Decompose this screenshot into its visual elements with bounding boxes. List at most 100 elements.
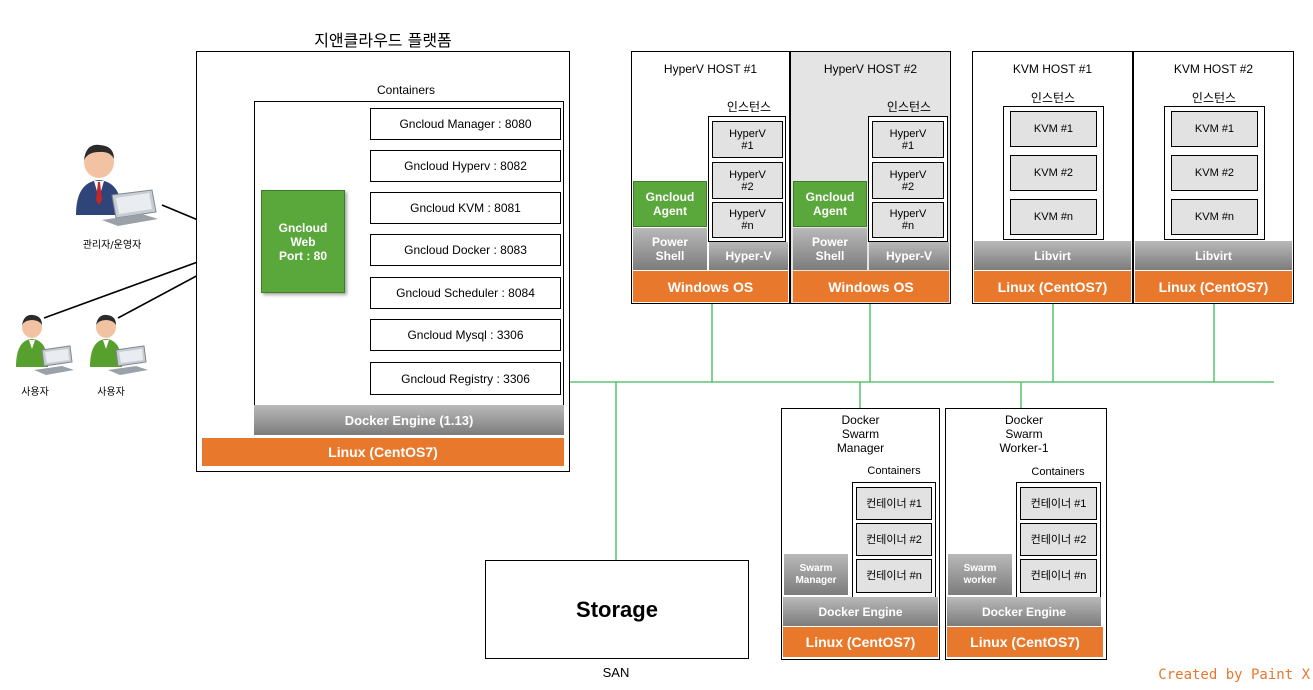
gncloud-web-line1: Gncloud	[278, 220, 328, 235]
powershell-line1: Power	[651, 235, 688, 249]
swarm-worker-container-2: 컨테이너 #2	[1020, 523, 1097, 556]
swarm-manager-containers-label: Containers	[867, 465, 921, 477]
instance-number: #2	[901, 180, 915, 193]
instance-number: #1	[901, 139, 915, 152]
agent-line2: Agent	[653, 204, 687, 218]
kvm-host-2-libvirt: Libvirt	[1135, 241, 1292, 270]
kvm-host-1-instances-label: 인스턴스	[1030, 91, 1076, 105]
service-docker: Gncloud Docker : 8083	[370, 234, 561, 266]
gncloud-web-line3: Port : 80	[278, 248, 327, 263]
credit-text: Created by Paint X	[1158, 667, 1310, 683]
hyperv-host-1-title: HyperV HOST #1	[663, 62, 758, 76]
platform-title: 지앤클라우드 플랫폼	[314, 31, 452, 50]
instance-name: HyperV	[729, 208, 766, 220]
instance-name: HyperV	[889, 208, 927, 220]
role-line2: Manager	[795, 574, 837, 586]
hyperv-host-2-instances-label: 인스턴스	[886, 100, 932, 114]
swarm-manager-container-2: 컨테이너 #2	[856, 523, 932, 556]
hyperv-host-1-instance-2: HyperV#2	[712, 162, 783, 199]
gncloud-web: Gncloud Web Port : 80	[261, 190, 345, 293]
service-mysql: Gncloud Mysql : 3306	[370, 319, 561, 351]
kvm-host-2-os: Linux (CentOS7)	[1135, 271, 1292, 302]
kvm-host-2-instances-label: 인스턴스	[1191, 91, 1237, 105]
service-scheduler: Gncloud Scheduler : 8084	[370, 277, 561, 309]
kvm-host-1-instance-2: KVM #2	[1010, 155, 1097, 191]
instance-name: HyperV	[729, 127, 766, 140]
user-person-2	[88, 312, 150, 382]
instance-number: #2	[741, 180, 754, 193]
user-person-1	[14, 312, 76, 382]
role-line1: Swarm	[963, 562, 997, 574]
powershell-line1: Power	[811, 235, 848, 249]
swarm-worker-title-line3: Worker-1	[999, 441, 1049, 455]
service-hyperv: Gncloud Hyperv : 8082	[370, 150, 561, 182]
kvm-host-1-libvirt: Libvirt	[974, 241, 1131, 270]
user-label-1: 사용자	[21, 387, 49, 398]
storage-box: Storage	[485, 560, 749, 659]
swarm-worker-engine: Docker Engine	[947, 597, 1101, 626]
hyperv-host-2-instance-2: HyperV#2	[872, 162, 944, 199]
user-icon	[16, 314, 74, 375]
hyperv-host-1-instance-n: HyperV#n	[712, 202, 783, 238]
hyperv-host-1-instance-1: HyperV#1	[712, 121, 783, 158]
role-line1: Swarm	[799, 562, 833, 574]
kvm-host-2-instance-1: KVM #1	[1171, 111, 1258, 147]
hyperv-host-1-hypervisor: Hyper-V	[709, 242, 788, 270]
admin-operator-label: 관리자/운영자	[82, 240, 142, 251]
swarm-manager-title-line3: Manager	[836, 441, 885, 455]
instance-number: #n	[741, 220, 754, 232]
swarm-manager-title-line2: Swarm	[841, 427, 880, 441]
kvm-host-2-instance-2: KVM #2	[1171, 155, 1258, 191]
platform-docker-engine: Docker Engine (1.13)	[254, 405, 564, 435]
agent-line1: Gncloud	[645, 190, 695, 204]
san-label: SAN	[602, 665, 630, 680]
storage-label: Storage	[576, 596, 658, 622]
service-manager: Gncloud Manager : 8080	[370, 108, 561, 140]
instance-name: HyperV	[729, 168, 766, 181]
kvm-host-2-title: KVM HOST #2	[1173, 62, 1254, 76]
service-registry: Gncloud Registry : 3306	[370, 362, 561, 395]
hyperv-host-2-instance-n: HyperV#n	[872, 202, 944, 238]
swarm-worker-title: Docker Swarm Worker-1	[945, 413, 1103, 455]
kvm-host-1-instance-n: KVM #n	[1010, 199, 1097, 235]
swarm-manager-os: Linux (CentOS7)	[783, 627, 938, 657]
service-kvm: Gncloud KVM : 8081	[370, 192, 561, 224]
swarm-manager-container-n: 컨테이너 #n	[856, 559, 932, 593]
agent-line1: Gncloud	[805, 190, 855, 204]
hyperv-host-2-hypervisor: Hyper-V	[869, 242, 949, 270]
user-icon	[90, 314, 148, 375]
swarm-worker-container-1: 컨테이너 #1	[1020, 487, 1097, 520]
swarm-worker-title-line2: Swarm	[1005, 427, 1043, 441]
swarm-worker-title-line1: Docker	[1004, 413, 1043, 427]
instance-number: #n	[901, 220, 915, 232]
powershell-line2: Shell	[815, 249, 845, 263]
platform-os: Linux (CentOS7)	[202, 438, 564, 466]
gncloud-web-line2: Web	[290, 234, 316, 249]
swarm-manager-title-line1: Docker	[841, 413, 880, 427]
instance-number: #1	[741, 139, 754, 152]
agent-line2: Agent	[813, 204, 847, 218]
instance-name: HyperV	[889, 127, 927, 140]
kvm-host-1-instance-1: KVM #1	[1010, 111, 1097, 147]
hyperv-host-2-title: HyperV HOST #2	[823, 62, 918, 76]
user-label-2: 사용자	[97, 387, 125, 398]
kvm-host-1-os: Linux (CentOS7)	[974, 271, 1131, 302]
swarm-worker-containers-label: Containers	[1031, 466, 1085, 478]
instance-name: HyperV	[889, 168, 927, 181]
hyperv-host-2-instance-1: HyperV#1	[872, 121, 944, 158]
admin-operator-icon	[76, 144, 158, 226]
kvm-host-2-instance-n: KVM #n	[1171, 199, 1258, 235]
swarm-manager-title: Docker Swarm Manager	[781, 413, 940, 455]
platform-containers-label: Containers	[376, 83, 436, 97]
hyperv-host-1-instances-label: 인스턴스	[726, 100, 772, 114]
swarm-manager-engine: Docker Engine	[783, 597, 938, 626]
role-line2: worker	[963, 574, 997, 586]
admin-person	[72, 140, 162, 235]
kvm-host-1-title: KVM HOST #1	[1012, 62, 1093, 76]
